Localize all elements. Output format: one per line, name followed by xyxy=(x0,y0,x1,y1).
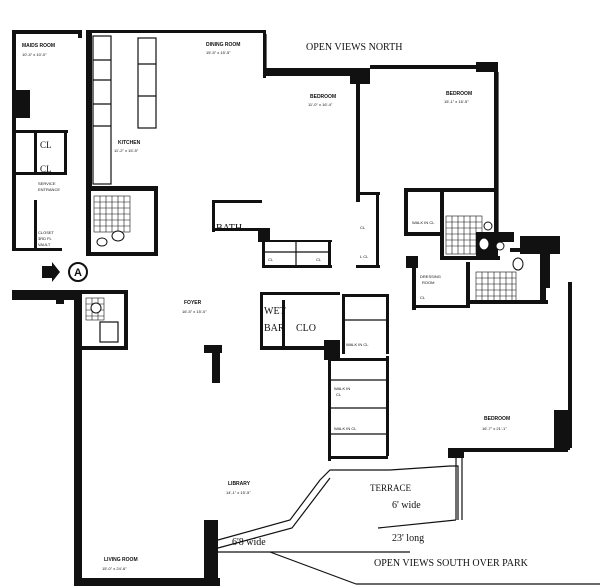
walls xyxy=(12,30,572,586)
library-terrace-width-label: 6'8 wide xyxy=(232,537,266,548)
living-room-name: LIVING ROOM xyxy=(104,557,138,563)
library-dims: 14'-1" x 15'-5" xyxy=(226,490,251,495)
closet-cl-2: CL xyxy=(40,164,52,174)
bedroom-2-dims: 15'-1" x 16'-5" xyxy=(444,99,469,104)
maids-room-name: MAIDS ROOM xyxy=(22,43,55,49)
bedroom-1-dims: 11'-0" x 16'-4" xyxy=(308,102,333,107)
living-room-dims: 15'-0" x 24'-6" xyxy=(102,566,127,571)
bedroom-3-name: BEDROOM xyxy=(484,416,510,422)
closet-vault-3: VAULT xyxy=(38,242,51,247)
bath-label: BATH xyxy=(216,223,242,234)
entry-marker-label: A xyxy=(74,267,82,279)
terrace-label: TERRACE xyxy=(370,483,412,493)
bedroom-3-dims: 16'-7" x 21'-1" xyxy=(482,426,507,431)
kitchen-dims: 11'-2" x 15'-5" xyxy=(114,148,139,153)
dining-room-name: DINING ROOM xyxy=(206,42,240,48)
wet-bar-label-2: BAR xyxy=(264,323,285,334)
closet-cl-1: CL xyxy=(40,140,52,150)
detail-lines xyxy=(92,34,600,585)
terrace-width-label: 6' wide xyxy=(392,500,421,511)
wet-bar-label-1: WET xyxy=(264,306,286,317)
fixtures xyxy=(90,221,524,314)
closet-cl-4: CL xyxy=(316,257,322,262)
open-views-north-label: OPEN VIEWS NORTH xyxy=(306,42,402,53)
bedroom-2-name: BEDROOM xyxy=(446,91,472,97)
walk-in-1-cl: CL xyxy=(336,392,342,397)
library-name: LIBRARY xyxy=(228,481,251,487)
closet-vault-1: CLOSET xyxy=(38,230,55,235)
walk-in-cl-center: WALK IN CL xyxy=(346,342,369,347)
walk-in-1: WALK IN xyxy=(334,386,350,391)
kitchen-name: KITCHEN xyxy=(118,140,141,146)
bedroom-1-name: BEDROOM xyxy=(310,94,336,100)
foyer-dims: 16'-5" x 15'-0" xyxy=(182,309,207,314)
dining-room-dims: 15'-5" x 15'-5" xyxy=(206,50,231,55)
closet-cl-5: CL xyxy=(360,225,366,230)
closet-vault-2: 3RD FL xyxy=(38,236,53,241)
open-views-south-label: OPEN VIEWS SOUTH OVER PARK xyxy=(374,558,529,569)
closet-cl-6: CL xyxy=(420,295,426,300)
labels: OPEN VIEWS NORTH OPEN VIEWS SOUTH OVER P… xyxy=(22,42,529,571)
entry-arrow-icon xyxy=(42,262,60,282)
closet-cl-3: CL xyxy=(268,257,274,262)
walk-in-cl-bedroom-2: WALK IN CL xyxy=(412,220,435,225)
closet-lcl: L CL xyxy=(360,254,369,259)
foyer-name: FOYER xyxy=(184,300,202,306)
service-entrance-2: ENTRANCE xyxy=(38,187,60,192)
walk-in-2: WALK IN CL xyxy=(334,426,357,431)
entry-marker: A xyxy=(68,262,88,282)
dressing-room-1: DRESSING xyxy=(420,274,441,279)
service-entrance-1: SERVICE xyxy=(38,181,56,186)
dressing-room-2: ROOM xyxy=(422,280,434,285)
terrace-long-label: 23' long xyxy=(392,533,424,544)
clo-label: CLO xyxy=(296,323,316,334)
maids-room-dims: 10'-4" x 10'-0" xyxy=(22,52,47,57)
